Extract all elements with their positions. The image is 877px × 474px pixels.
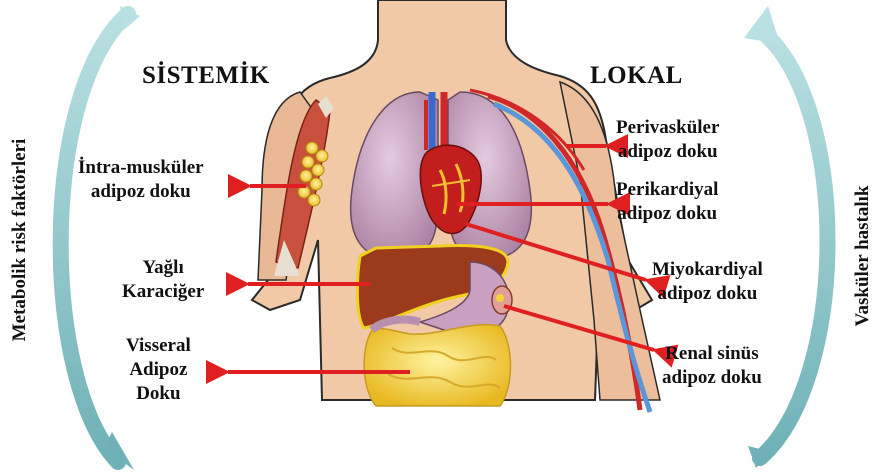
label-intra-muscular-line1: İntra-musküler (78, 156, 204, 180)
heading-local: LOKAL (590, 60, 683, 91)
label-visceral-line2: Adipoz (126, 358, 191, 382)
label-fatty-liver-line2: Karaciğer (122, 280, 204, 304)
side-label-metabolic-risk: Metabolik risk faktörleri (9, 139, 31, 342)
label-myocardial-line1: Miyokardiyal (652, 258, 763, 282)
label-renal-sinus: Renal sinüs adipoz doku (662, 342, 762, 390)
label-pericardial: Perikardiyal adipoz doku (616, 178, 718, 226)
label-myocardial-line2: adipoz doku (652, 282, 763, 306)
right-curved-arrow (744, 6, 828, 468)
label-fatty-liver: Yağlı Karaciğer (122, 256, 204, 304)
label-intra-muscular-line2: adipoz doku (78, 180, 204, 204)
label-renal-sinus-line1: Renal sinüs (662, 342, 762, 366)
label-perivascular-line1: Perivasküler (616, 116, 719, 140)
label-fatty-liver-line1: Yağlı (122, 256, 204, 280)
label-myocardial: Miyokardiyal adipoz doku (652, 258, 763, 306)
label-visceral-adipose: Visseral Adipoz Doku (126, 334, 191, 405)
label-perivascular-line2: adipoz doku (616, 140, 719, 164)
visceral-fat (364, 320, 510, 406)
kidney (492, 286, 512, 314)
label-visceral-line1: Visseral (126, 334, 191, 358)
label-perivascular: Perivasküler adipoz doku (616, 116, 719, 164)
heading-systemic: SİSTEMİK (142, 60, 270, 91)
label-pericardial-line1: Perikardiyal (616, 178, 718, 202)
label-intra-muscular: İntra-musküler adipoz doku (78, 156, 204, 204)
label-pericardial-line2: adipoz doku (616, 202, 718, 226)
side-label-vascular-disease: Vasküler hastalık (852, 186, 874, 327)
label-visceral-line3: Doku (126, 382, 191, 406)
label-renal-sinus-line2: adipoz doku (662, 366, 762, 390)
